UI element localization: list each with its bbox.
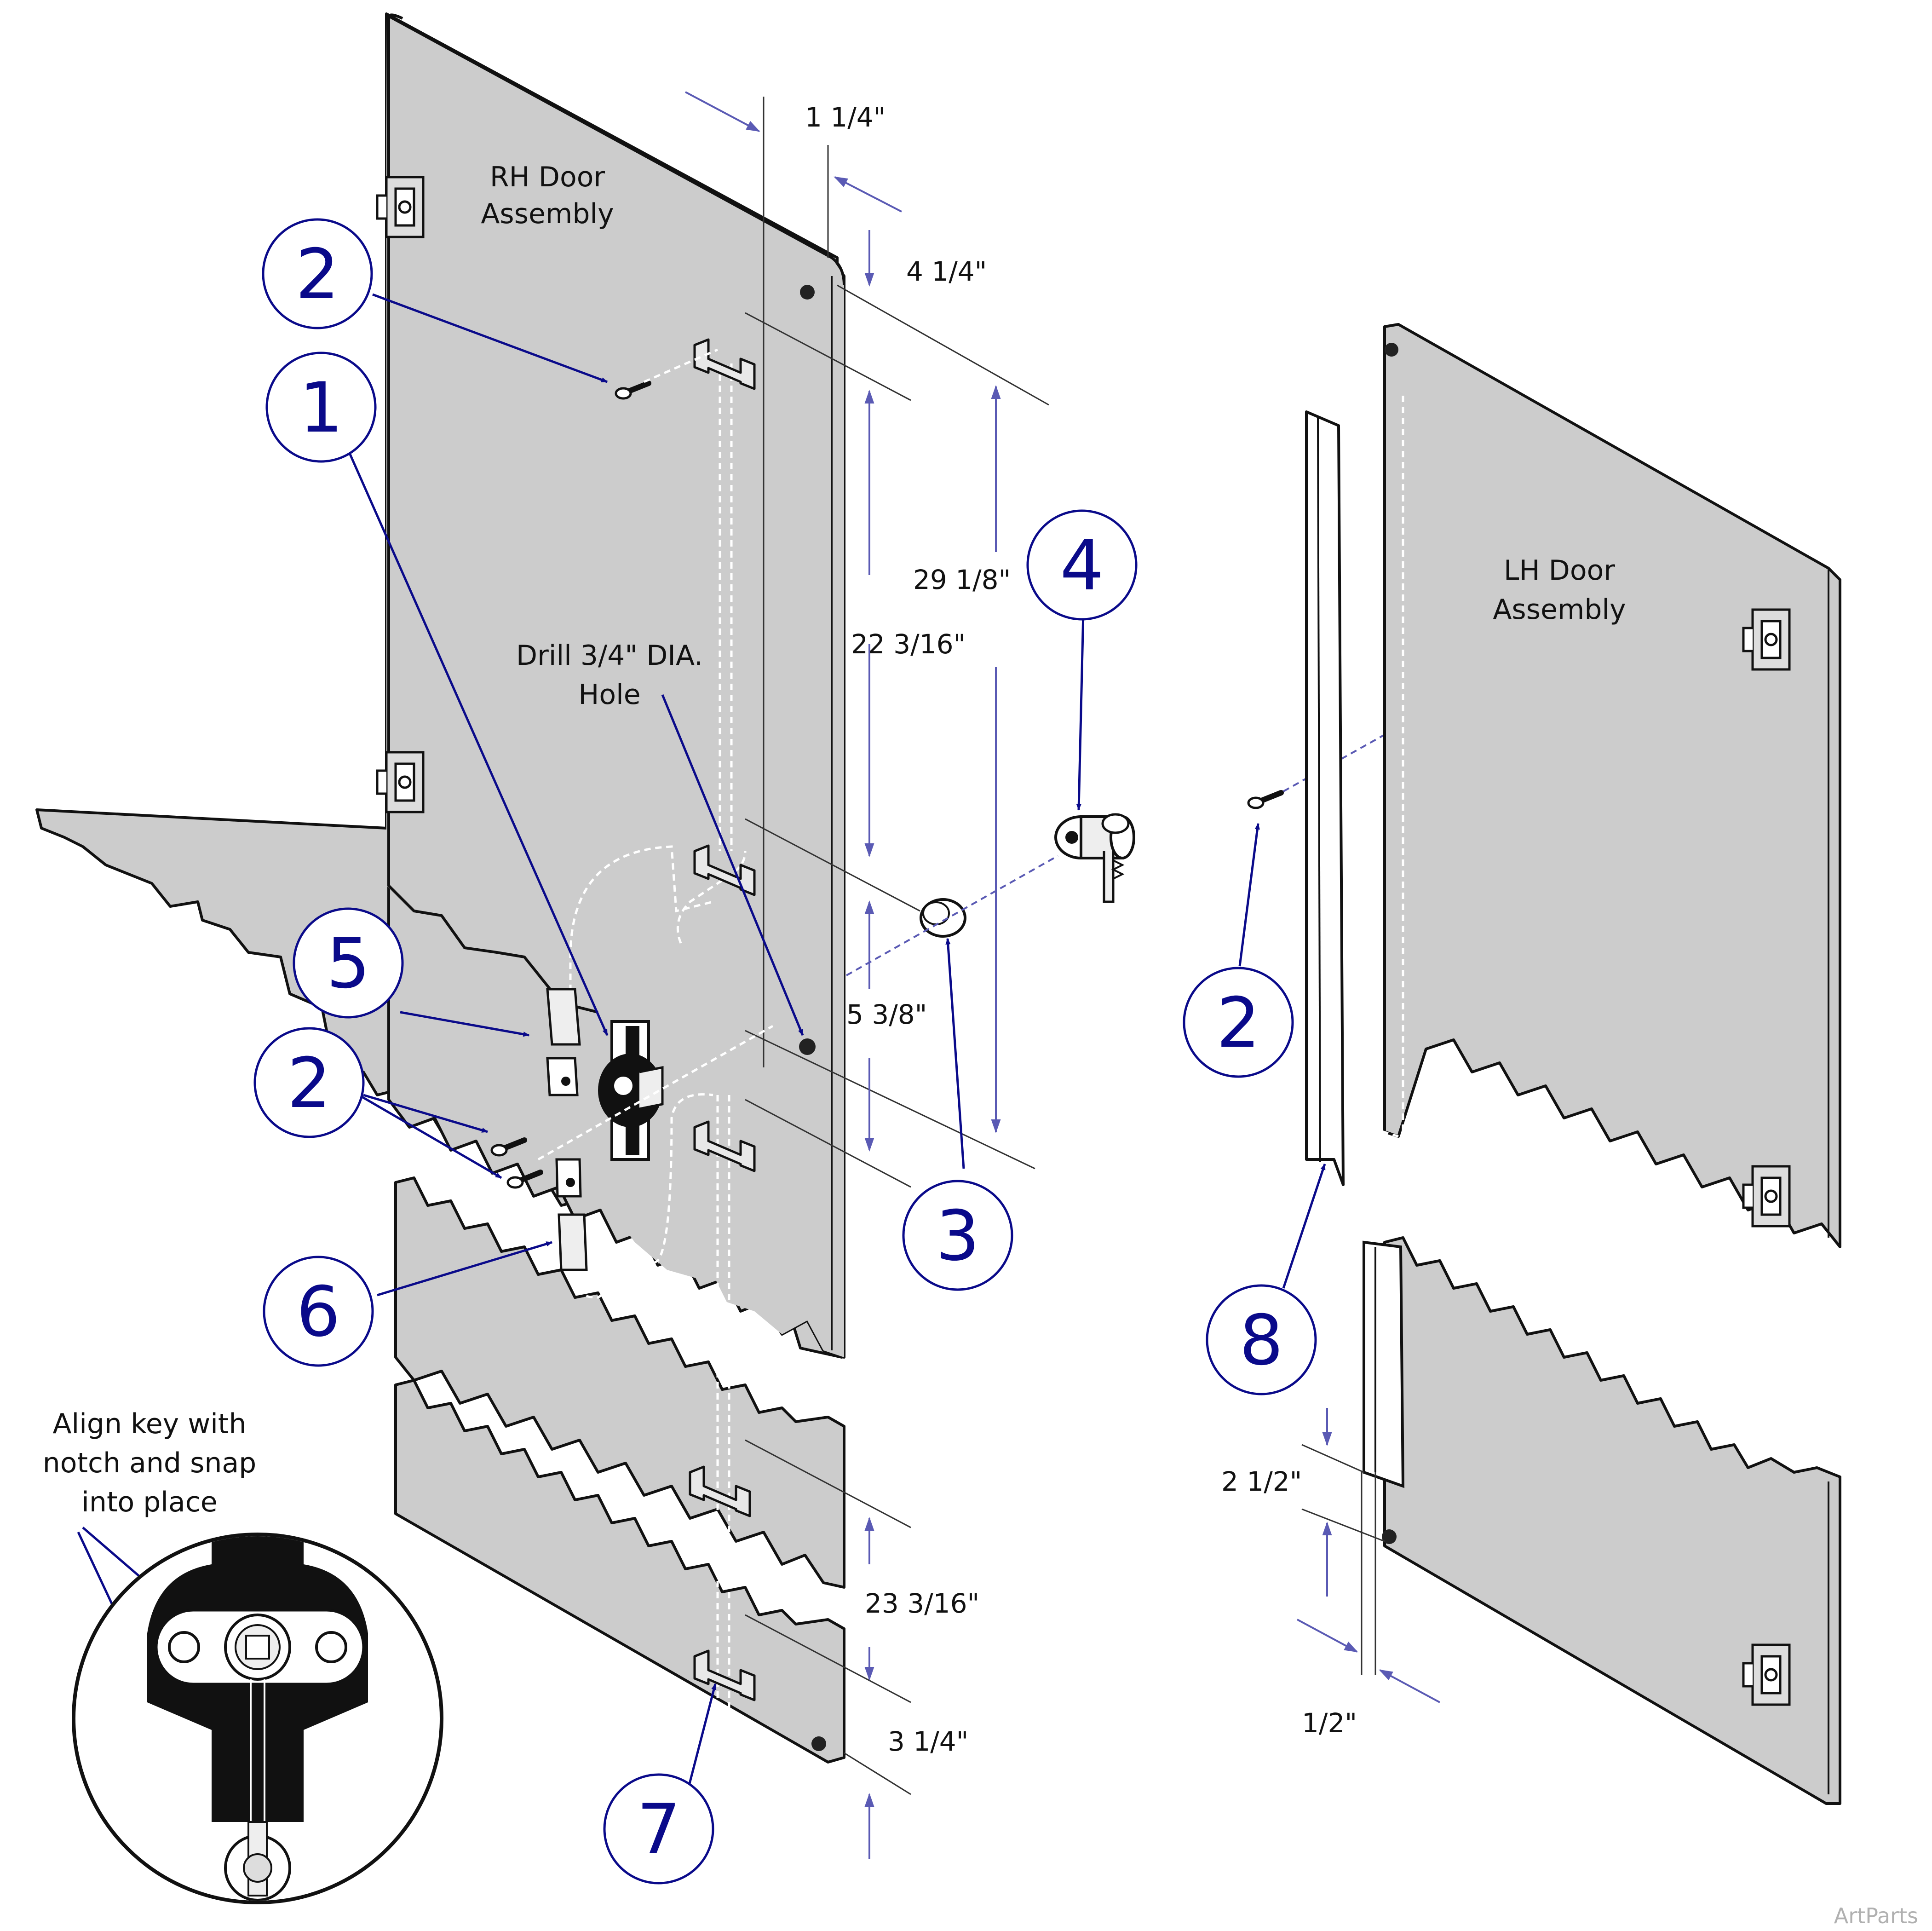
drill-label-2: Hole: [578, 679, 640, 711]
rh-door-left-block: [386, 17, 635, 1040]
rh-door-label-1: RH Door: [490, 161, 605, 193]
rh-top-hole: [800, 285, 815, 300]
rh-door-middle-piece: [394, 1176, 845, 1589]
svg-text:1: 1: [299, 368, 343, 448]
astragal-extension-3: [1301, 1444, 1364, 1473]
callout-7: 7: [603, 1773, 714, 1885]
callout-2c: 2: [1183, 967, 1294, 1078]
screw-top-hidden: [643, 348, 719, 383]
lh-door-upper-panel: [1383, 323, 1841, 1248]
svg-text:2: 2: [295, 235, 339, 315]
dim-23-3-16: 23 3/16": [865, 1588, 979, 1619]
callout-2b: 2: [253, 1027, 365, 1138]
dim-5-3-8: 5 3/8": [846, 999, 927, 1030]
rh-door-top-edge: [387, 13, 845, 286]
callout-3: 3: [902, 1180, 1013, 1291]
svg-text:8: 8: [1239, 1301, 1283, 1381]
dim-1-1-4: 1 1/4": [805, 102, 886, 133]
rh-lower-rod-hidden: [716, 1095, 730, 1739]
detail-inset: [72, 1533, 443, 1904]
dimension-arrows: [685, 91, 1440, 1859]
key-icon: [1101, 813, 1130, 903]
callout-8: 8: [1206, 1284, 1317, 1395]
svg-text:6: 6: [296, 1272, 340, 1352]
svg-text:2: 2: [1216, 983, 1260, 1063]
rh-lock-hole: [799, 1038, 816, 1055]
rh-bottom-hinge-icon: [377, 752, 423, 812]
align-note-1: Align key with: [53, 1408, 247, 1440]
svg-text:4: 4: [1060, 526, 1104, 606]
rh-upper-rod-hidden: [676, 363, 747, 944]
rh-extension-lines: [745, 97, 1049, 1795]
lh-door-lower-panel: [1383, 1236, 1841, 1805]
dim-2-1-2: 2 1/2": [1221, 1466, 1302, 1497]
dim-3-1-4: 3 1/4": [888, 1726, 968, 1757]
clip-item-6-icon: [555, 1158, 588, 1271]
dim-1-2: 1/2": [1302, 1707, 1357, 1739]
leader-lines: [77, 293, 1326, 1837]
lock-link-hidden: [569, 845, 713, 1299]
callout-4: 4: [1026, 509, 1138, 621]
rh-door-label-2: Assembly: [481, 198, 614, 230]
lh-door-assembly: [1367, 323, 1841, 1805]
lock-axis-hidden: [537, 1025, 774, 1161]
lh-door-label-2: Assembly: [1493, 594, 1626, 626]
rh-bottom-hole: [811, 1736, 826, 1751]
drill-label-1: Drill 3/4" DIA.: [516, 640, 703, 672]
lh-top-hole: [1385, 343, 1398, 357]
dim-29-1-8: 29 1/8": [913, 564, 1011, 595]
lh-door-upper-edge: [1384, 327, 1829, 1238]
lh-door-label-1: LH Door: [1504, 554, 1615, 587]
svg-text:7: 7: [637, 1790, 680, 1870]
callout-5: 5: [293, 907, 404, 1019]
rh-door-left-edge: [387, 16, 598, 1014]
lh-strip-hidden: [1367, 380, 1404, 1138]
astragal-extension-4: [1301, 1508, 1385, 1542]
dim-4-1-4: 4 1/4": [906, 256, 987, 287]
dim-22-3-16: 22 3/16": [851, 628, 966, 660]
screw-lh-icon: [1248, 793, 1281, 808]
lock-cylinder-axis: [846, 855, 1058, 976]
clip-item-5-icon: [546, 988, 581, 1096]
callout-1: 1: [265, 352, 377, 463]
svg-text:5: 5: [326, 924, 370, 1004]
astragal-strip-icon: [1305, 410, 1405, 1488]
callout-6: 6: [263, 1256, 374, 1367]
lh-bottom-hole: [1382, 1529, 1397, 1544]
align-note-3: into place: [81, 1486, 217, 1518]
lock-bezel-icon: [920, 898, 966, 938]
callout-2a: 2: [262, 218, 373, 329]
rh-door-bottom-piece: [394, 1379, 845, 1764]
svg-text:3: 3: [936, 1196, 979, 1276]
align-note-2: notch and snap: [43, 1447, 256, 1479]
svg-text:2: 2: [287, 1043, 331, 1124]
watermark: ArtParts: [1834, 1903, 1918, 1928]
rh-top-hinge-icon: [377, 177, 423, 237]
